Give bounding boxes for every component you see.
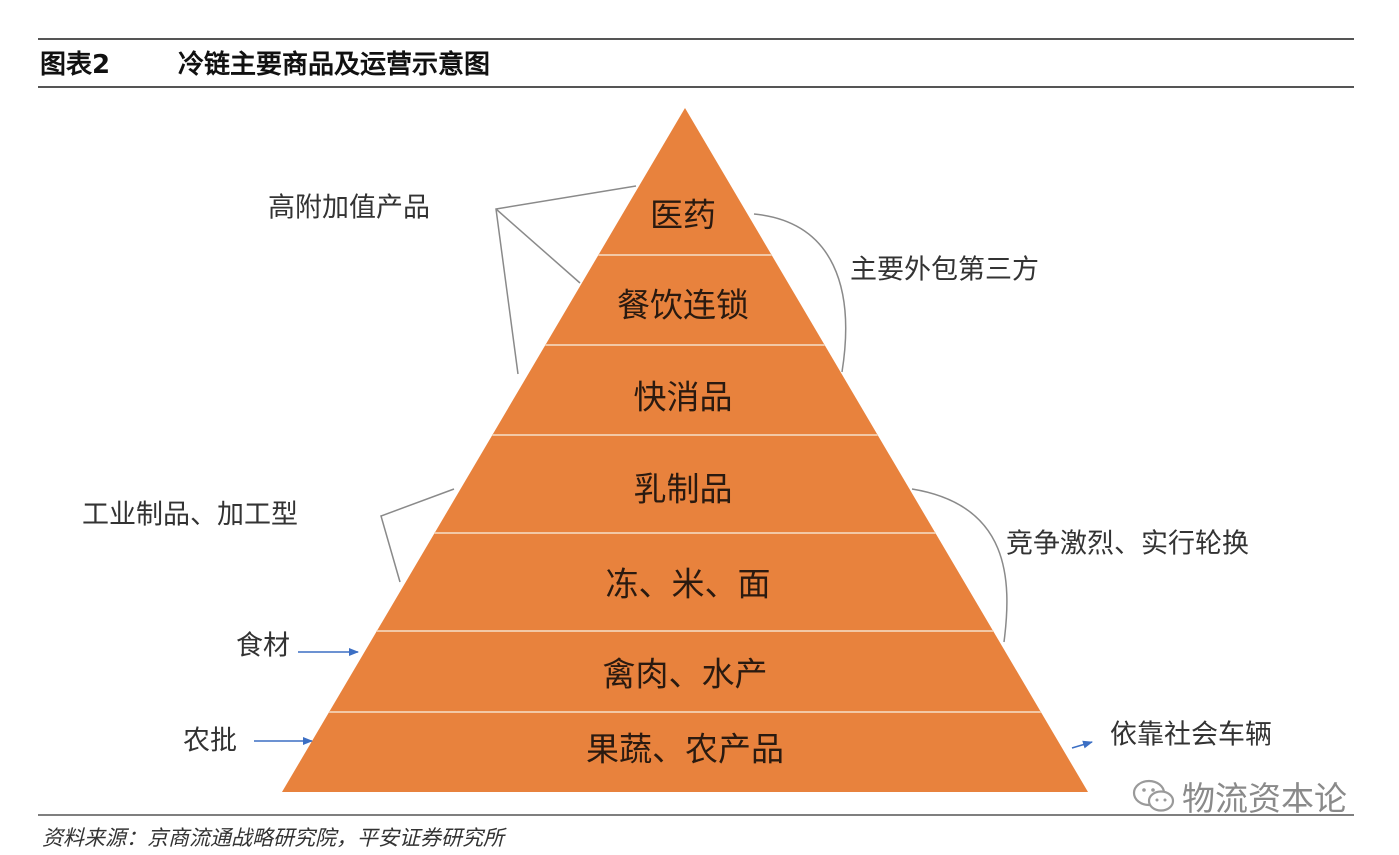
annotation-ingredients: 食材 [236, 631, 290, 662]
annotation-outsourcing: 主要外包第三方 [850, 255, 1039, 286]
header-top-rule [38, 38, 1354, 40]
layer-label-2: 餐饮连锁 [617, 286, 749, 325]
watermark-text: 物流资本论 [1182, 779, 1347, 818]
layer-label-3: 快消品 [634, 378, 733, 417]
annotation-social-vehicles: 依靠社会车辆 [1110, 720, 1272, 751]
figure-label: 图表2 [40, 50, 111, 80]
layer-label-6: 禽肉、水产 [603, 655, 768, 694]
layer-label-1: 医药 [650, 196, 716, 235]
header-bottom-rule [38, 86, 1354, 88]
layer-label-4: 乳制品 [634, 470, 733, 509]
bracket-high-value-branch [495, 208, 581, 284]
source-note: 资料来源：京商流通战略研究院，平安证券研究所 [42, 826, 504, 850]
annotation-high-value: 高附加值产品 [268, 193, 430, 224]
annotation-industrial: 工业制品、加工型 [82, 500, 298, 531]
bracket-outsourcing [753, 213, 847, 373]
watermark: 物流资本论 [1130, 770, 1360, 818]
annotation-wholesale: 农批 [183, 726, 237, 757]
arrow-social-vehicles [1071, 740, 1093, 749]
bracket-competition [911, 488, 1008, 643]
wechat-icon [1132, 779, 1175, 812]
layer-label-7: 果蔬、农产品 [586, 730, 784, 769]
annotation-competition: 竞争激烈、实行轮换 [1006, 529, 1249, 560]
figure-title: 冷链主要商品及运营示意图 [178, 50, 491, 80]
bracket-industrial [380, 488, 455, 583]
pyramid-dividers [329, 254, 1041, 713]
layer-label-5: 冻、米、面 [606, 565, 771, 604]
pyramid-shape [282, 108, 1088, 792]
